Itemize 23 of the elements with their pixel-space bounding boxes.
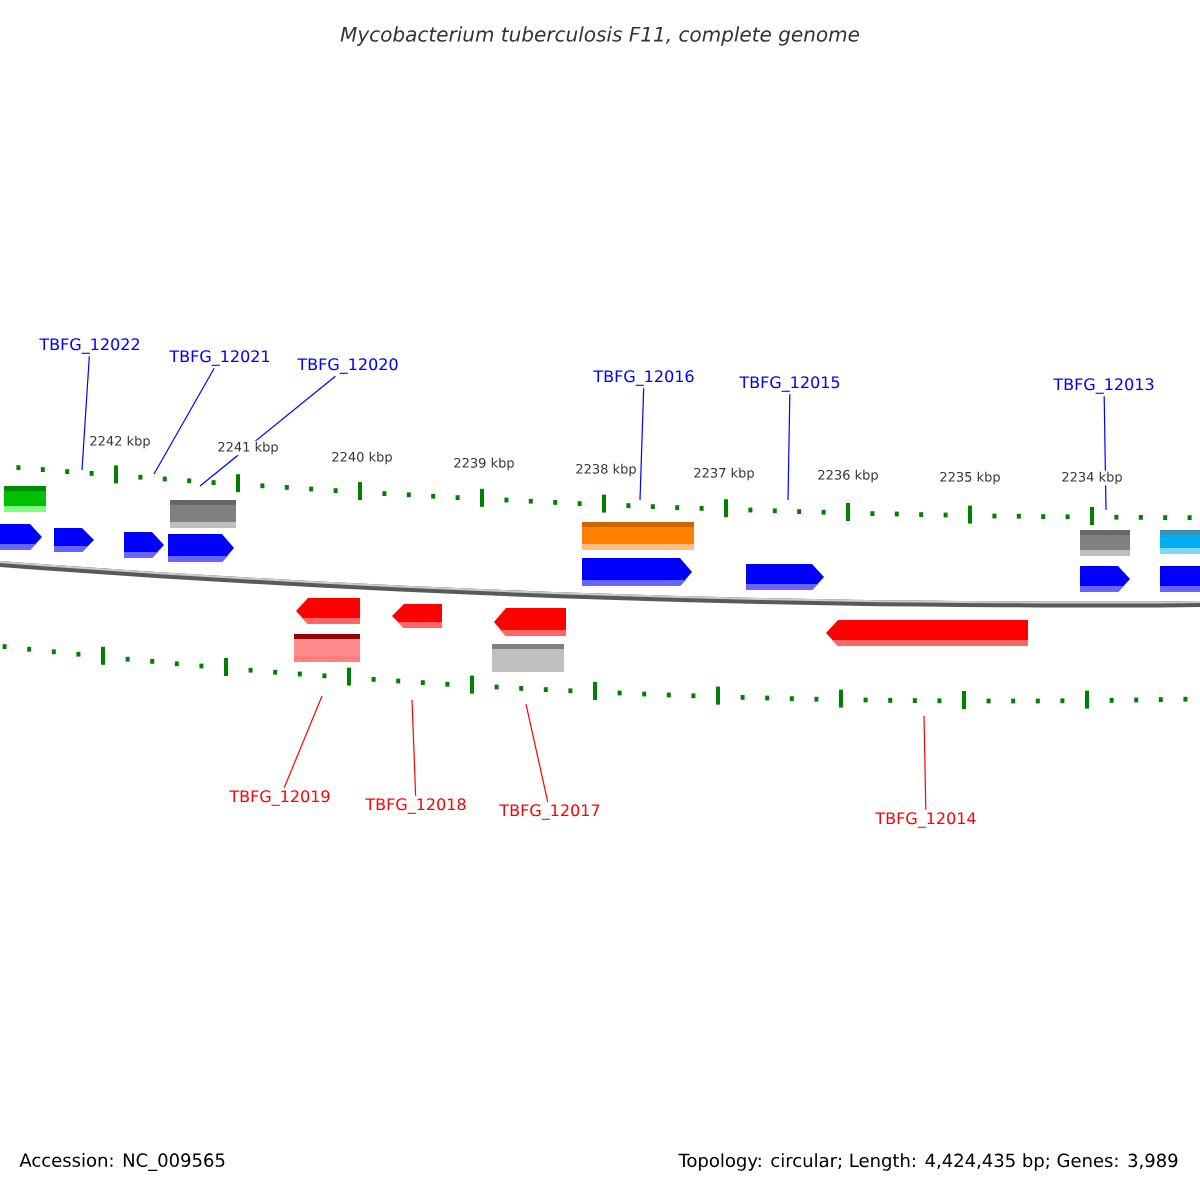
gene-label: TBFG_12018 (365, 798, 466, 814)
gene-label: TBFG_12013 (1053, 378, 1154, 394)
leader-line (525, 703, 549, 803)
leader-line (639, 387, 645, 501)
gene-label: TBFG_12022 (39, 338, 139, 354)
gene-label: TBFG_12020 (297, 358, 398, 374)
gene-label: TBFG_12021 (169, 350, 270, 366)
gene-label: TBFG_12016 (593, 370, 694, 386)
accession-text: Accession: NC_009565 (19, 1153, 225, 1171)
title: Mycobacterium tuberculosis F11, complete genome (340, 26, 860, 46)
gene-label: TBFG_12019 (229, 790, 330, 806)
gene-label: TBFG_12015 (739, 376, 840, 392)
leader-line (1103, 395, 1107, 511)
leader-line (81, 355, 90, 471)
gene-label: TBFG_12017 (499, 804, 600, 820)
gene-label: TBFG_12014 (875, 812, 976, 828)
leader-line (153, 367, 215, 475)
leader-line (787, 393, 791, 501)
leader-line (199, 375, 336, 487)
leader-line (923, 715, 927, 811)
leader-line (411, 699, 417, 797)
leader-line (283, 695, 323, 789)
genome-info-text: Topology: circular; Length: 4,424,435 bp; Genes: 3,989 (678, 1153, 1178, 1171)
